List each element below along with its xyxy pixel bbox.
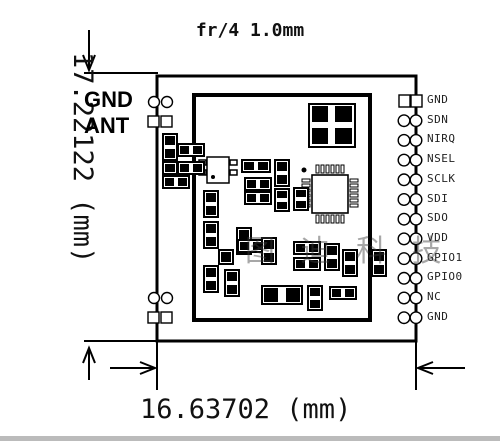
smd-component — [162, 175, 190, 189]
width-dimension-label: 16.63702 (mm) — [140, 394, 352, 425]
width-dimension-arrows — [110, 341, 465, 390]
pin-pad — [409, 133, 423, 147]
smd-component — [203, 265, 219, 293]
qfn-pin — [315, 214, 320, 224]
qfn-pin — [320, 214, 325, 224]
pin-label-sclk: SCLK — [427, 171, 456, 185]
pin-pad — [397, 271, 411, 285]
watermark: 图 迪 科 技 — [245, 234, 450, 269]
pin-pad — [409, 173, 423, 187]
smd-component — [293, 241, 321, 255]
pin-label-gpio0: GPIO0 — [427, 270, 463, 284]
smd-component — [261, 237, 277, 265]
pin-pad — [397, 212, 411, 226]
smd-component — [371, 249, 387, 277]
pin-pad — [397, 133, 411, 147]
qfn-pin — [315, 164, 320, 174]
qfn-pin — [349, 193, 359, 198]
pin-label-nc: NC — [427, 290, 442, 303]
qfn-pin — [349, 198, 359, 203]
crystal-component — [308, 103, 356, 148]
pin-pad — [409, 232, 423, 246]
pin-label-gnd: GND — [427, 93, 449, 106]
smd-component — [218, 249, 234, 265]
smd-component — [261, 285, 303, 305]
shield-outline — [192, 93, 372, 322]
smd-component — [293, 187, 309, 211]
smd-component — [224, 269, 240, 297]
smd-component — [329, 286, 357, 300]
qfn-pin — [320, 164, 325, 174]
smd-component — [241, 159, 271, 173]
qfn-pin — [330, 164, 335, 174]
pin-pad — [397, 114, 411, 128]
pin-pad — [397, 153, 411, 167]
pin-pad — [409, 114, 423, 128]
module-outline — [155, 74, 418, 343]
qfn-pin — [301, 183, 311, 188]
left-edge-pads — [147, 95, 174, 324]
pin-pad — [409, 252, 423, 266]
qfn-pin — [349, 203, 359, 208]
pin-pad — [398, 94, 411, 108]
pin-pad — [397, 311, 411, 325]
qfn-pin — [340, 214, 345, 224]
smd-component — [203, 221, 219, 249]
qfn-pin — [349, 178, 359, 183]
pin-pad — [397, 192, 411, 206]
smd-component — [203, 190, 219, 218]
smd-component — [274, 159, 290, 187]
pin-label-sdi: SDI — [427, 191, 449, 205]
pin-pad — [410, 94, 423, 108]
qfn-pin — [335, 214, 340, 224]
height-dimension-lines — [82, 340, 158, 380]
qfn-pin — [325, 164, 330, 174]
qfn-pin — [340, 164, 345, 174]
smd-component — [177, 161, 205, 175]
pin-label-vdd: VDD — [427, 230, 449, 244]
height-dimension-label: 17.22122 (mm) — [67, 52, 98, 264]
pin-pad — [409, 192, 423, 206]
smd-component — [244, 191, 272, 205]
qfn-pin — [349, 188, 359, 193]
pin-pad — [409, 291, 423, 305]
smd-component — [293, 257, 321, 271]
top-left-dimension-arrow — [82, 30, 158, 74]
bottom-rule — [0, 436, 500, 441]
qfn-pin — [349, 183, 359, 188]
rf-ic-qfn — [301, 167, 349, 214]
gnd-pad-label: GND — [84, 87, 133, 112]
qfn-pin — [325, 214, 330, 224]
pin-label-gnd: GND — [427, 309, 449, 323]
ant-pad-label: ANT — [84, 113, 130, 138]
smd-component — [274, 188, 290, 212]
pin-label-nirq: NIRQ — [427, 132, 456, 146]
pin-pad — [409, 311, 423, 325]
smd-component — [162, 161, 178, 175]
pin-pad — [397, 291, 411, 305]
pin-label-sdo: SDO — [427, 211, 449, 225]
smd-component — [162, 133, 178, 161]
smd-component — [307, 285, 323, 311]
pin-label-nsel: NSEL — [427, 152, 456, 166]
pin-pad — [409, 153, 423, 167]
pin-label-sdn: SDN — [427, 112, 449, 126]
pin-pad — [409, 212, 423, 226]
smd-component — [324, 243, 340, 271]
qfn-pin — [301, 178, 311, 183]
smd-component — [177, 143, 205, 157]
pin-label-gpio1: GPIO1 — [427, 250, 463, 264]
pin-pad — [409, 271, 423, 285]
smd-component — [342, 249, 358, 277]
passive-components — [162, 133, 387, 311]
right-edge-pads — [397, 94, 423, 325]
smd-component — [244, 177, 272, 191]
qfn-pin — [330, 214, 335, 224]
qfn-pin — [335, 164, 340, 174]
tolerance-note: fr/4 1.0mm — [195, 20, 305, 41]
pin-pad — [397, 173, 411, 187]
